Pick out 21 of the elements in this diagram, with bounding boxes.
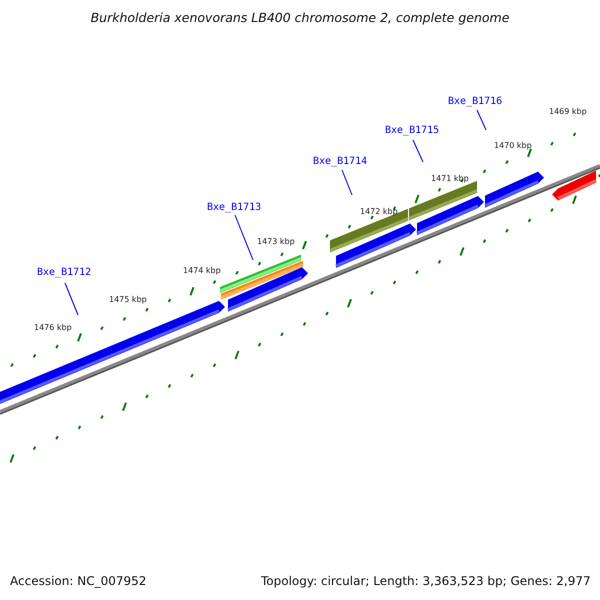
gene-label: Bxe_B1716 [448,96,502,107]
scale-label: 1475 kbp [109,295,147,304]
genome-info-text: Topology: circular; Length: 3,363,523 bp; Genes: 2,977 [261,574,591,588]
leader-line [64,282,78,316]
scale-label: 1470 kbp [494,141,532,150]
scale-label: 1469 kbp [549,107,587,116]
gene-label: Bxe_B1712 [37,267,92,278]
leader-line [412,140,424,162]
scale-label: 1472 kbp [360,207,398,216]
scale-label: 1471 kbp [431,174,469,183]
scale-label: 1473 kbp [257,237,295,246]
scale-label: 1476 kbp [34,323,72,332]
gene-label: Bxe_B1715 [385,125,440,136]
leader-line [342,170,352,196]
scale-label: 1474 kbp [183,266,221,275]
accession-text: Accession: NC_007952 [10,574,146,588]
leader-line [234,214,254,260]
gene-label: Bxe_B1714 [313,156,368,167]
title: Burkholderia xenovorans LB400 chromosome 2, complete genome [90,10,510,25]
leader-line [476,110,486,130]
gene-label: Bxe_B1713 [207,202,262,213]
